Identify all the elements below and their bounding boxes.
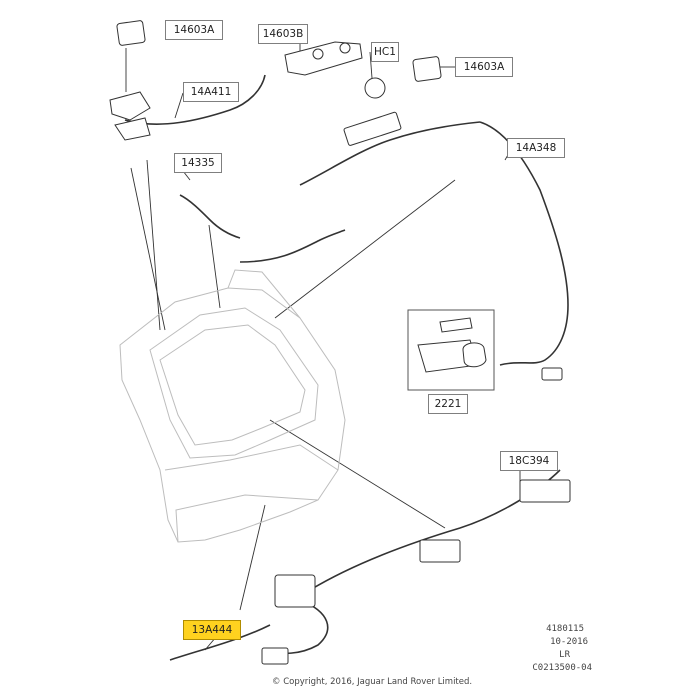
components: [109, 20, 571, 665]
callout-14603A-left: 14603A: [165, 20, 223, 40]
callout-18C394: 18C394: [500, 451, 558, 471]
callout-14A411: 14A411: [183, 82, 239, 102]
drawing-ref-date: 10-2016: [550, 637, 588, 647]
callout-14A348: 14A348: [507, 138, 565, 158]
drawing-ref-initials: LR: [559, 650, 570, 660]
callout-13A444-highlighted: 13A444: [183, 620, 241, 640]
drawing-ref-code: C0213500-04: [532, 663, 592, 673]
callout-14603A-right: 14603A: [455, 57, 513, 77]
tailgate-outline: [119, 269, 346, 543]
inset-2221-panel: [407, 309, 495, 391]
callout-2221: 2221: [428, 394, 468, 414]
drawing-ref-number: 4180115: [546, 624, 584, 634]
copyright-notice: © Copyright, 2016, Jaguar Land Rover Lim…: [272, 677, 473, 687]
callout-14603B: 14603B: [258, 24, 308, 44]
callout-14335: 14335: [174, 153, 222, 173]
callout-HC1: HC1: [371, 42, 399, 62]
